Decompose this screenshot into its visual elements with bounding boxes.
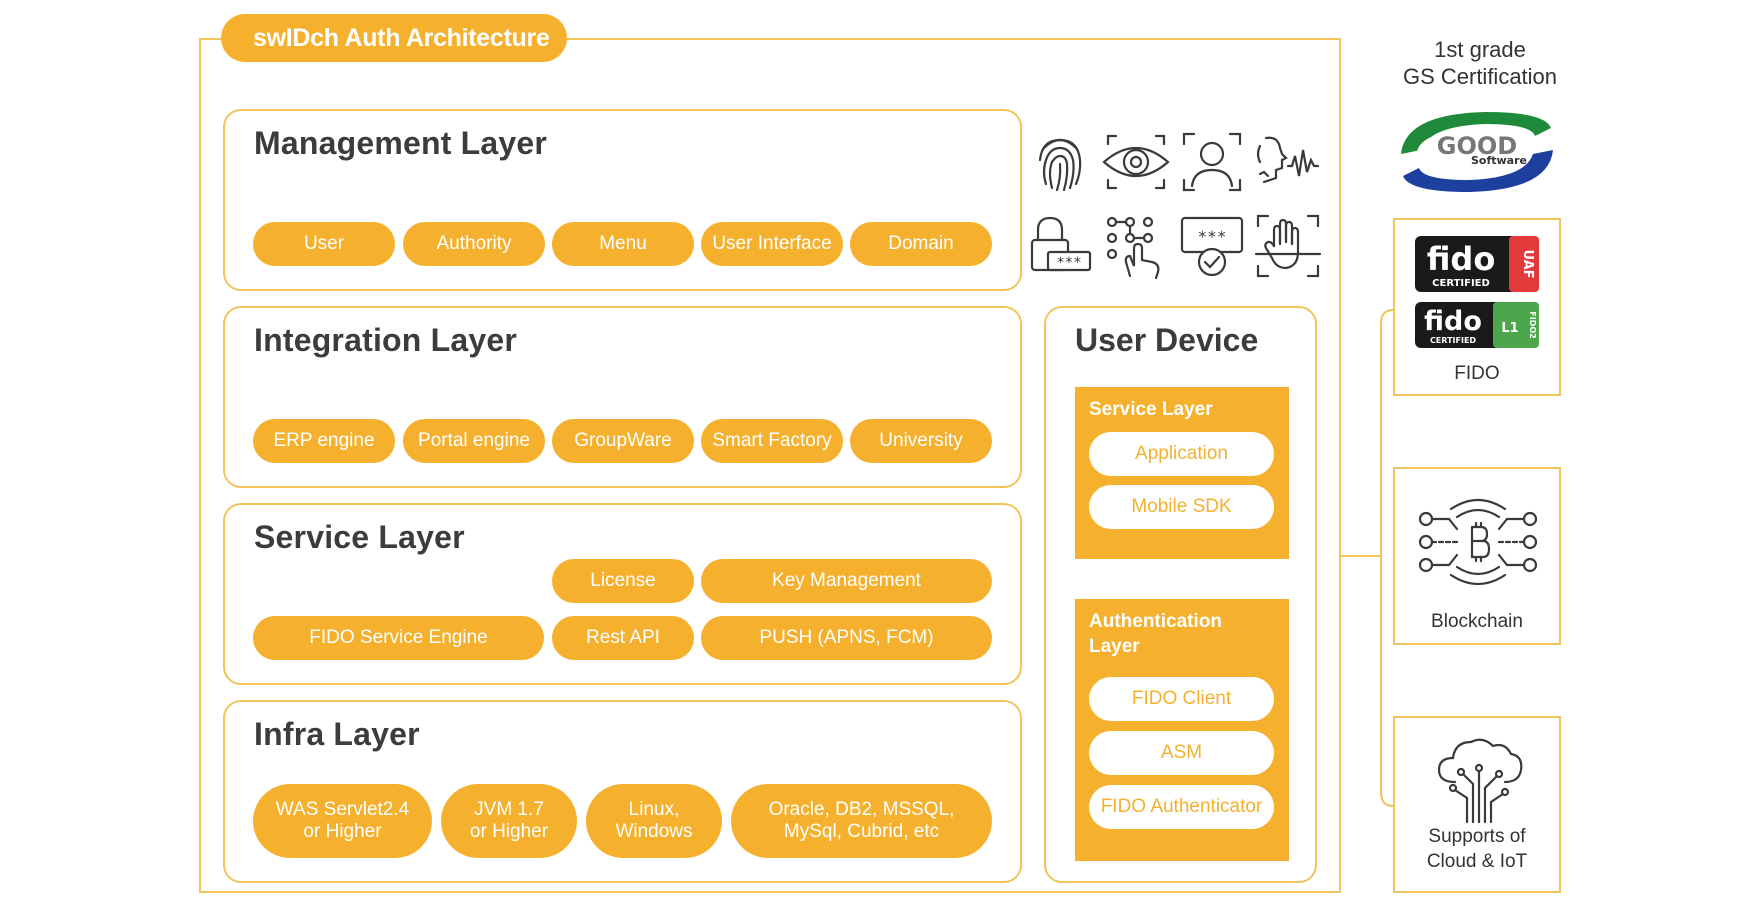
cloud-iot-box: Supports of Cloud & IoT <box>1393 716 1561 893</box>
infra-item-line: MySql, Cubrid, etc <box>783 821 940 842</box>
pattern-touch-icon <box>1100 210 1172 282</box>
logo-sub-text: Software <box>1471 154 1527 167</box>
device-service-layer: Service Layer Application Mobile SDK <box>1075 387 1289 559</box>
device-auth-item: FIDO Authenticator <box>1089 785 1274 829</box>
architecture-frame <box>199 38 1341 893</box>
diagram-title: swIDch Auth Architecture <box>221 14 567 62</box>
management-item: Authority <box>403 222 545 266</box>
device-service-layer-title: Service Layer <box>1089 399 1213 420</box>
device-title: User Device <box>1075 322 1259 358</box>
integration-item: GroupWare <box>552 419 694 463</box>
svg-text:***: *** <box>1198 227 1227 246</box>
fido-label: FIDO <box>1454 363 1500 384</box>
auth-title-line: Layer <box>1089 636 1140 657</box>
infra-item-line: or Higher <box>469 821 549 842</box>
face-scan-icon <box>1176 126 1248 198</box>
user-device-panel: User Device Service Layer Application Mo… <box>1044 306 1317 883</box>
good-software-logo: GOOD Software <box>1395 106 1560 198</box>
fido2-badge: fido CERTIFIED L1 FIDO2 <box>1415 302 1539 348</box>
integration-layer: Integration Layer ERP engine Portal engi… <box>223 306 1022 488</box>
infra-item-line: or Higher <box>303 821 382 842</box>
integration-item: ERP engine <box>253 419 395 463</box>
device-auth-layer-title: Authentication Layer <box>1089 609 1222 659</box>
badge-sub: CERTIFIED <box>1430 336 1476 345</box>
management-item: Domain <box>850 222 992 266</box>
infra-item-line: Windows <box>615 821 693 842</box>
infra-layer: Infra Layer WAS Servlet2.4 or Higher JVM… <box>223 700 1022 883</box>
layer-title: Integration Layer <box>254 322 518 358</box>
cloud-line: Cloud & IoT <box>1426 851 1528 872</box>
pin-check-icon: *** <box>1176 210 1248 282</box>
fido-box: fido CERTIFIED UAF fido CERTIFIED L1 FID… <box>1393 218 1561 396</box>
device-auth-item: ASM <box>1089 731 1274 775</box>
layer-title: Service Layer <box>254 519 465 555</box>
side-connector <box>1341 309 1394 807</box>
integration-item: Smart Factory <box>701 419 843 463</box>
voice-recognition-icon <box>1252 126 1324 198</box>
service-item: License <box>552 559 694 603</box>
service-item: FIDO Service Engine <box>253 616 544 660</box>
gs-line: GS Certification <box>1402 64 1558 89</box>
badge-tag: FIDO2 <box>1528 311 1537 338</box>
infra-item: Linux, Windows <box>586 784 722 858</box>
infra-item-line: WAS Servlet2.4 <box>275 799 410 820</box>
layer-title: Management Layer <box>254 125 548 161</box>
badge-text: fido <box>1427 240 1496 278</box>
management-item: User Interface <box>701 222 843 266</box>
auth-title-line: Authentication <box>1089 611 1222 632</box>
infra-item: WAS Servlet2.4 or Higher <box>253 784 432 858</box>
service-item: PUSH (APNS, FCM) <box>701 616 992 660</box>
infra-item: Oracle, DB2, MSSQL, MySql, Cubrid, etc <box>731 784 992 858</box>
fingerprint-icon <box>1024 126 1096 198</box>
svg-text:***: *** <box>1056 255 1081 271</box>
password-lock-icon: *** <box>1024 210 1096 282</box>
service-item: Key Management <box>701 559 992 603</box>
management-item: Menu <box>552 222 694 266</box>
badge-text: fido <box>1424 306 1482 337</box>
management-layer: Management Layer User Authority Menu Use… <box>223 109 1022 291</box>
badge-sub: CERTIFIED <box>1432 278 1490 289</box>
fido-uaf-badge: fido CERTIFIED UAF <box>1415 236 1539 292</box>
cloud-line: Supports of <box>1428 826 1526 847</box>
management-item: User <box>253 222 395 266</box>
service-layer: Service Layer License Key Management FID… <box>223 503 1022 685</box>
service-item: Rest API <box>552 616 694 660</box>
device-service-item: Application <box>1089 432 1274 476</box>
infra-item-line: Oracle, DB2, MSSQL, <box>768 799 955 820</box>
logo-text: GOOD <box>1437 132 1517 160</box>
blockchain-label: Blockchain <box>1431 611 1523 632</box>
cloud-iot-label: Supports of Cloud & IoT <box>1395 824 1559 874</box>
blockchain-box: Blockchain <box>1393 467 1561 645</box>
gs-certification-text: 1st grade GS Certification <box>1380 36 1580 90</box>
badge-tag: UAF <box>1520 249 1535 278</box>
integration-item: University <box>850 419 992 463</box>
cloud-iot-icon <box>1437 738 1523 824</box>
infra-item: JVM 1.7 or Higher <box>441 784 577 858</box>
palm-scan-icon <box>1252 210 1324 282</box>
badge-level: L1 <box>1501 321 1518 336</box>
integration-item: Portal engine <box>403 419 545 463</box>
eye-scan-icon <box>1100 126 1172 198</box>
device-auth-item: FIDO Client <box>1089 677 1274 721</box>
blockchain-icon <box>1418 498 1538 586</box>
layer-title: Infra Layer <box>254 716 420 752</box>
infra-item-line: Linux, <box>628 799 680 820</box>
infra-item-line: JVM 1.7 <box>474 799 544 820</box>
gs-line: 1st grade <box>1434 37 1526 62</box>
device-auth-layer: Authentication Layer FIDO Client ASM FID… <box>1075 599 1289 861</box>
device-service-item: Mobile SDK <box>1089 485 1274 529</box>
